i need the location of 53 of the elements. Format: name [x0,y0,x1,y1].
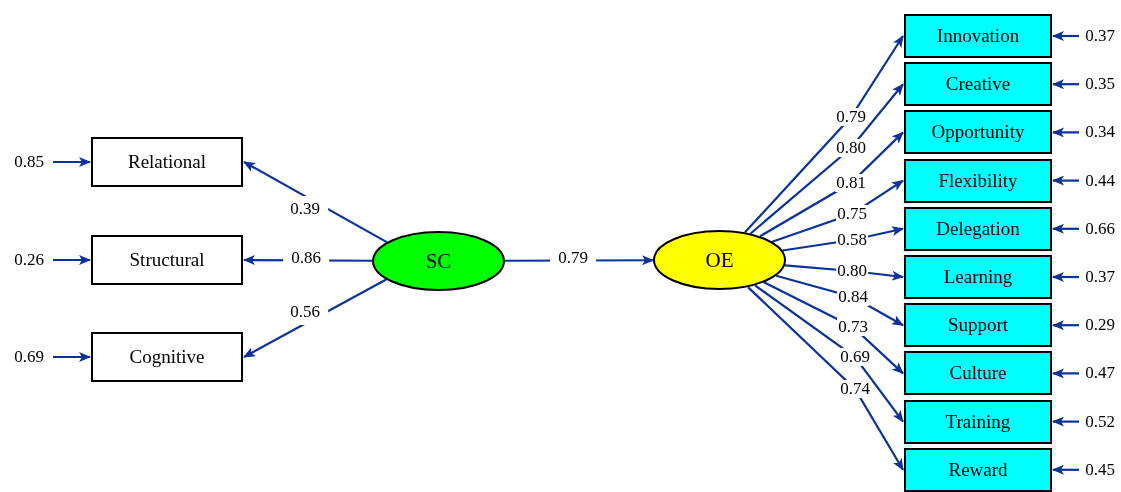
error-variance-label: 0.35 [1080,72,1120,97]
observed-variable-box: Relational [91,137,243,187]
path-arrow [53,255,91,265]
error-variance-label: 0.34 [1080,120,1120,145]
path-arrow [1052,320,1079,331]
path-coefficient-label: 0.75 [836,205,868,223]
observed-variable-box: Creative [904,62,1052,107]
observed-variable-box: Flexibility [904,158,1052,203]
path-arrow [1052,272,1079,282]
path-coefficient-label: 0.69 [839,348,871,366]
error-variance-label: 0.69 [6,345,52,369]
observed-variable-box: Structural [91,235,243,285]
error-variance-label: 0.66 [1080,216,1120,241]
path-arrow [1052,175,1079,186]
path-arrow [53,157,91,167]
path-arrow [744,35,904,234]
path-arrow [1052,368,1079,379]
observed-variable-box: Delegation [904,206,1052,251]
error-variance-label: 0.29 [1080,313,1120,338]
path-coefficient-label: 0.84 [837,288,869,306]
path-coefficient-label: 0.74 [839,380,871,398]
path-arrow [1052,416,1079,427]
path-arrow [53,352,91,362]
path-arrow [1052,79,1079,90]
path-arrow [749,83,904,235]
path-arrow [1052,31,1079,41]
path-coefficient-label: 0.73 [837,318,869,336]
path-arrow [1052,464,1079,475]
observed-variable-box: Reward [904,447,1052,492]
error-variance-label: 0.44 [1080,168,1120,193]
path-arrow [1052,223,1079,234]
path-arrow [1052,127,1079,138]
observed-variable-box: Opportunity [904,110,1052,155]
path-arrow [747,286,904,471]
observed-variable-box: Innovation [904,14,1052,58]
error-variance-label: 0.26 [6,248,52,272]
observed-variable-box: Learning [904,255,1052,299]
path-coefficient-label: 0.80 [835,139,867,157]
latent-variable-label: OE [705,247,734,273]
observed-variable-box: Training [904,399,1052,444]
error-variance-label: 0.45 [1080,457,1120,482]
error-variance-label: 0.52 [1080,409,1120,434]
observed-variable-box: Cognitive [91,332,243,382]
error-variance-label: 0.85 [6,150,52,174]
observed-variable-box: Culture [904,351,1052,396]
path-coefficient-label: 0.79 [835,108,867,126]
error-variance-label: 0.47 [1080,361,1120,386]
error-variance-label: 0.37 [1080,265,1120,289]
path-coefficient-label: 0.81 [835,174,867,192]
observed-variable-box: Support [904,303,1052,348]
latent-variable-label: SC [425,248,452,274]
error-variance-label: 0.37 [1080,24,1120,48]
path-arrow [754,284,904,423]
